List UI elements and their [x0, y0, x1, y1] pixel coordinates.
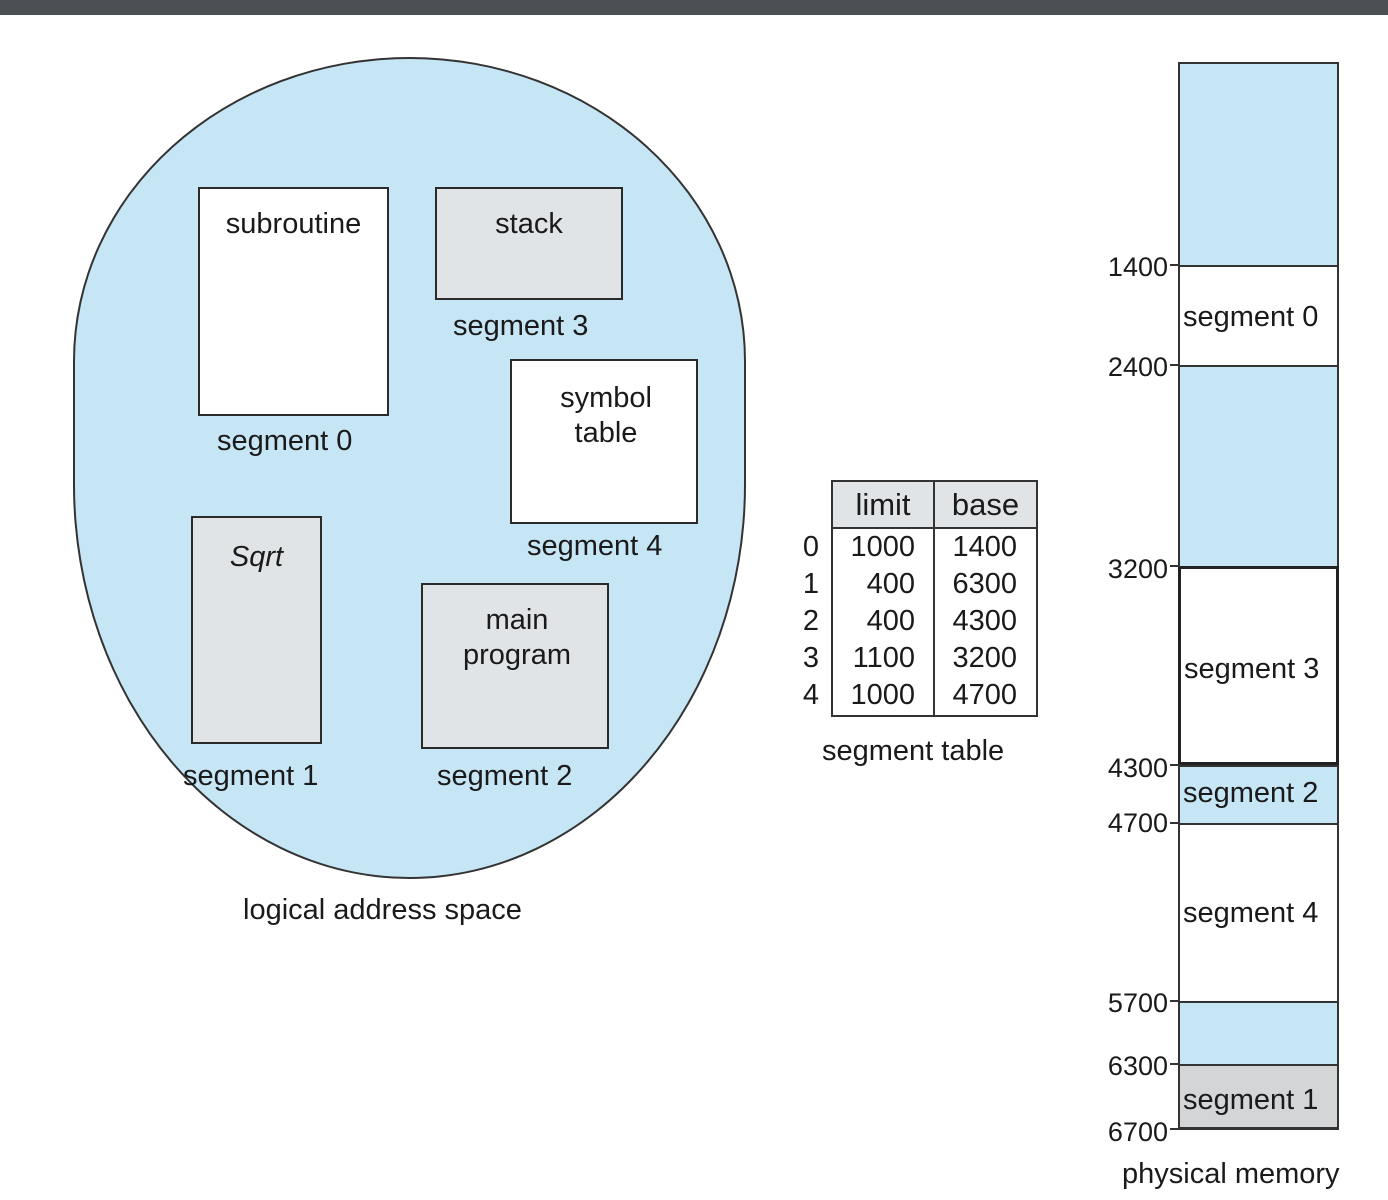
address-label: 6300 [1107, 1051, 1168, 1081]
segment-name-main-program: main program [463, 604, 571, 671]
table-cell-limit: 400 [866, 605, 915, 637]
address-tick [1170, 565, 1180, 567]
segment-name-sqrt: Sqrt [229, 541, 284, 573]
table-cell-limit: 1100 [852, 642, 915, 674]
physical-region-label: segment 2 [1183, 779, 1319, 808]
address-tick [1170, 364, 1180, 366]
table-row: 1000 1400 [833, 530, 1036, 567]
segment-table-caption: segment table [822, 735, 1005, 767]
table-row: 1100 3200 [833, 641, 1036, 678]
physical-region-label: segment 3 [1184, 655, 1320, 684]
address-label: 4300 [1107, 753, 1168, 783]
table-cell-base: 1400 [952, 531, 1017, 563]
table-cell-limit: 400 [866, 568, 915, 600]
segment-table-column-divider [933, 482, 935, 715]
segment-label-0: segment 0 [217, 425, 353, 457]
segment-box-main-program: main program [421, 583, 609, 749]
segment-label-3: segment 3 [453, 310, 589, 342]
segment-table-row-index: 0 [802, 531, 820, 563]
table-cell-limit: 1000 [850, 679, 915, 711]
table-row: 400 4300 [833, 604, 1036, 641]
segment-label-1: segment 1 [183, 760, 319, 792]
physical-region-free [1178, 365, 1339, 566]
table-cell-base: 4300 [952, 605, 1017, 637]
physical-region-label: segment 4 [1183, 899, 1319, 928]
segment-table: limit base 1000 1400 400 6300 400 4300 1… [831, 480, 1038, 717]
segment-name-symbol-table: symbol table [560, 382, 652, 449]
address-tick [1170, 822, 1180, 824]
table-cell-base: 3200 [952, 642, 1017, 674]
physical-region-segment-3: segment 3 [1178, 566, 1339, 765]
table-row: 1000 4700 [833, 678, 1036, 715]
window-top-bar [0, 0, 1388, 15]
table-cell-limit: 1000 [850, 531, 915, 563]
address-tick [1170, 1063, 1180, 1065]
address-tick [1170, 1128, 1180, 1130]
address-label: 3200 [1107, 554, 1168, 584]
address-label: 2400 [1107, 352, 1168, 382]
segment-box-symbol-table: symbol table [510, 359, 698, 524]
address-tick [1170, 764, 1180, 766]
physical-region-segment-1: segment 1 [1178, 1064, 1339, 1130]
table-cell-base: 6300 [952, 568, 1017, 600]
segment-box-stack: stack [435, 187, 623, 300]
segment-table-header-limit: limit [855, 487, 911, 522]
physical-region-label: segment 1 [1183, 1086, 1319, 1115]
segment-name-subroutine: subroutine [225, 208, 362, 240]
segment-table-row-index: 2 [802, 605, 820, 637]
address-label: 1400 [1107, 252, 1168, 282]
segment-table-row-index: 3 [802, 642, 820, 674]
segment-label-2: segment 2 [437, 760, 573, 792]
segment-box-sqrt: Sqrt [191, 516, 322, 744]
segment-table-row-index: 1 [802, 568, 820, 600]
segment-table-header-base: base [951, 487, 1020, 522]
segment-box-subroutine: subroutine [198, 187, 389, 416]
address-label: 6700 [1107, 1117, 1168, 1147]
physical-region-segment-4: segment 4 [1178, 823, 1339, 1001]
address-tick [1170, 264, 1180, 266]
physical-region-segment-2: segment 2 [1178, 765, 1339, 823]
physical-region-free [1178, 1001, 1339, 1064]
physical-memory-caption: physical memory [1122, 1158, 1340, 1190]
physical-memory-column: segment 0 segment 3 segment 2 segment 4 … [1178, 62, 1339, 1130]
address-label: 4700 [1107, 808, 1168, 838]
physical-region-segment-0: segment 0 [1178, 265, 1339, 365]
physical-region-label: segment 0 [1183, 303, 1319, 332]
segment-table-row-index: 4 [802, 679, 820, 711]
address-tick [1170, 1000, 1180, 1002]
logical-address-space-caption: logical address space [243, 894, 522, 926]
segment-name-stack: stack [495, 208, 563, 240]
segment-label-4: segment 4 [527, 530, 663, 562]
physical-region-free [1178, 62, 1339, 265]
address-label: 5700 [1107, 988, 1168, 1018]
table-cell-base: 4700 [952, 679, 1017, 711]
table-row: 400 6300 [833, 567, 1036, 604]
